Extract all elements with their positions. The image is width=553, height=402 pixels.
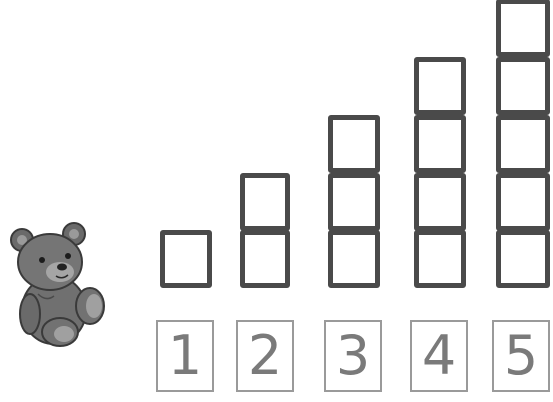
number-label-5: 5 [492,320,550,392]
box-cell [496,115,550,173]
box-cell [414,230,466,288]
number-label-4: 4 [410,320,468,392]
box-cell [496,0,550,57]
box-cell [240,173,290,231]
number-label-2: 2 [236,320,294,392]
box-cell [414,173,466,231]
teddy-bear-icon [8,222,108,352]
number-label-1: 1 [156,320,214,392]
box-cell [240,230,290,288]
box-cell [160,230,212,288]
box-cell [414,115,466,173]
box-cell [328,230,380,288]
box-cell [414,57,466,115]
box-cell [328,115,380,173]
box-cell [328,173,380,231]
number-label-3: 3 [324,320,382,392]
box-cell [496,57,550,115]
box-cell [496,173,550,231]
box-cell [496,230,550,288]
